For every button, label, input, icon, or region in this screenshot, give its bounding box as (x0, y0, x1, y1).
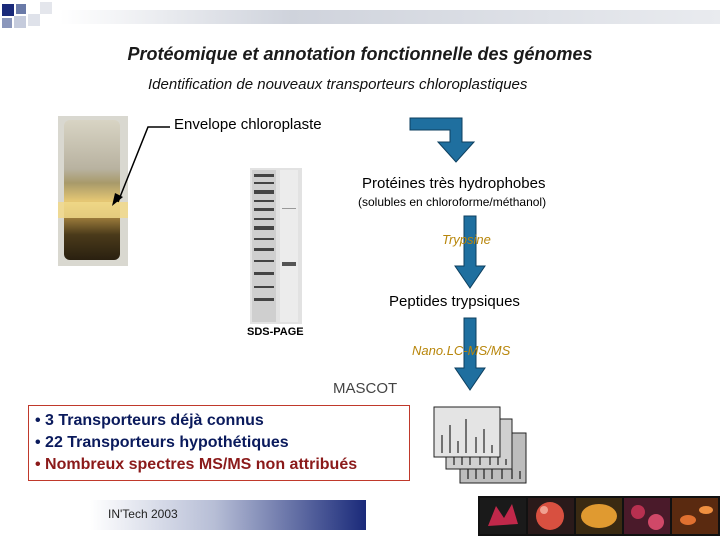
proteins-label: Protéines très hydrophobes (362, 175, 545, 192)
result-unassigned: • Nombreux spectres MS/MS non attribués (35, 456, 357, 474)
image-tile (480, 498, 526, 534)
bent-arrow-icon (408, 112, 488, 164)
footer-label-wrap: IN'Tech 2003 (90, 500, 366, 530)
trypsin-label: Trypsine (442, 232, 491, 247)
image-tile (672, 498, 718, 534)
sds-page-label: SDS-PAGE (247, 326, 304, 338)
image-tile (624, 498, 670, 534)
spectrum-card (434, 407, 500, 457)
peptides-label: Peptides trypsiques (389, 293, 520, 310)
mascot-label: MASCOT (333, 380, 397, 397)
envelope-label: Envelope chloroplaste (174, 116, 322, 133)
nanolc-label: Nano.LC-MS/MS (412, 343, 510, 358)
image-tile (576, 498, 622, 534)
down-arrow-icon (453, 214, 487, 290)
footer-label: IN'Tech 2003 (108, 507, 178, 521)
spectra-stack (432, 405, 532, 487)
image-tile (528, 498, 574, 534)
results-box: • 3 Transporteurs déjà connus • 22 Trans… (28, 405, 410, 481)
sds-page-gel (250, 168, 302, 324)
image-strip (478, 496, 720, 536)
result-hypothetical: • 22 Transporteurs hypothétiques (35, 434, 289, 452)
result-known: • 3 Transporteurs déjà connus (35, 412, 264, 430)
proteins-note: (solubles en chloroforme/méthanol) (358, 195, 546, 209)
